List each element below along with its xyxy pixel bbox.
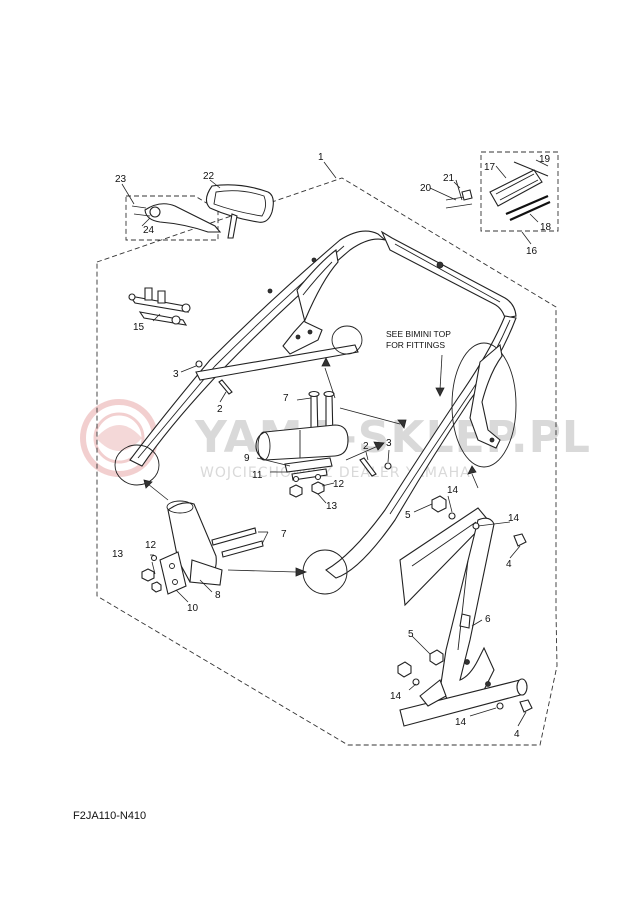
callout-7-upper: 7 [283,393,289,404]
callout-12-lower: 12 [145,540,157,551]
callout-3-left: 3 [173,369,179,380]
callout-12-upper: 12 [333,479,345,490]
leader-lines [121,159,549,727]
callout-2-right: 2 [363,441,369,452]
callout-7-lower: 7 [281,529,287,540]
watermark-brand: YAMA-SKLEP.PL [194,412,591,463]
assembly-boundary [96,177,558,746]
part-20-21-screws [445,179,473,209]
part-19-strip [513,161,549,177]
part-2-right [359,457,377,477]
callout-14-b: 14 [508,513,520,524]
kit-box-22 [125,195,219,241]
part-17-pad [489,169,543,207]
arrows [143,354,479,577]
detail-circle-left [114,444,160,486]
callout-5-lower: 5 [408,629,414,640]
bottom-rail [399,678,528,727]
callout-8: 8 [215,590,221,601]
part-10-plate [159,551,187,595]
callout-14-a: 14 [447,485,459,496]
callout-14-d: 14 [455,717,467,728]
part-12-13-lower-hardware [141,554,162,593]
right-bracket [469,343,503,449]
detail-ellipse-right [451,342,517,468]
callout-17: 17 [484,162,496,173]
part-13-nuts-upper [289,473,325,498]
callout-20: 20 [420,183,432,194]
part-22-mirror [205,184,274,239]
kit-box-16 [480,151,559,232]
diagram-code: F2JA110-N410 [73,810,146,822]
note-line-1: SEE BIMINI TOP [386,329,451,339]
part-3-left [195,360,203,368]
callout-21: 21 [443,173,455,184]
part-18-strips [505,194,551,222]
watermark-subtitle: WOJCIECHOWICZ DEALER YAMAHA [200,465,471,481]
callout-1: 1 [318,152,324,163]
part-2-left [218,379,233,395]
callout-4-upper: 4 [506,559,512,570]
callouts: 1 2 2 3 3 4 4 5 5 6 7 7 8 9 10 11 12 12 … [112,152,552,740]
left-bracket [282,249,339,355]
callout-24: 24 [143,225,155,236]
callout-9: 9 [244,453,250,464]
callout-23: 23 [115,174,127,185]
callout-3-right: 3 [386,438,392,449]
note-line-2: FOR FITTINGS [386,340,445,350]
callout-19: 19 [539,154,551,165]
callout-13-lower: 13 [112,549,124,560]
part-4-5-14-hardware [397,495,533,713]
part-3-right [384,462,392,470]
callout-15: 15 [133,322,145,333]
tower-frame [129,230,517,579]
callout-11: 11 [252,470,263,481]
callout-13-upper: 13 [326,501,338,512]
callout-6: 6 [485,614,491,625]
callout-14-c: 14 [390,691,402,702]
callout-10: 10 [187,603,199,614]
part-23-24-mirror-arm [131,203,222,233]
part-11-bracket [284,457,333,481]
callout-18: 18 [540,222,552,233]
callout-22: 22 [203,171,215,182]
callout-4-lower: 4 [514,729,520,740]
detail-circle-top [331,325,363,355]
callout-5-upper: 5 [405,510,411,521]
part-7-bolts-lower [211,527,264,558]
part-15-brackets [128,287,191,326]
callout-16: 16 [526,246,538,257]
part-6-stanchion [399,507,495,705]
callout-2-left: 2 [217,404,223,415]
